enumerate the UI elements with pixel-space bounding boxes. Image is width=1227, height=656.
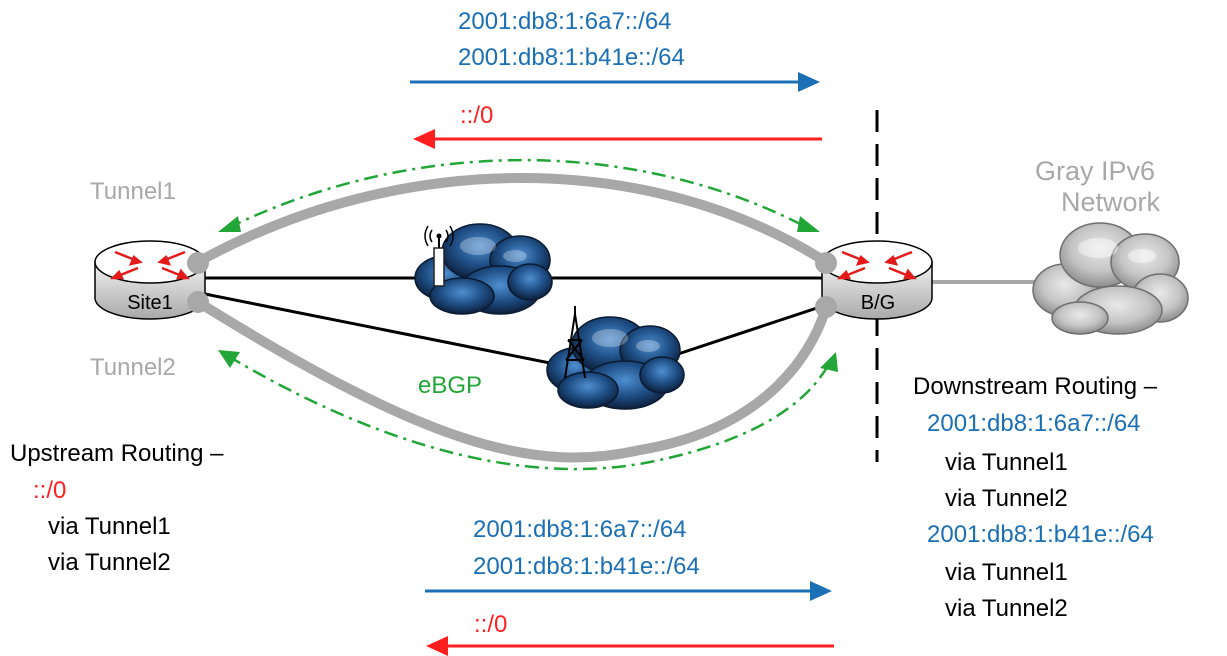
- router-site1-label: Site1: [127, 292, 173, 314]
- tunnel1-path: [193, 173, 831, 267]
- bg-tunnel1-endpoint: [815, 252, 837, 274]
- tunnel1-label: Tunnel1: [90, 178, 176, 205]
- bottom-advertise-arrow: [425, 581, 832, 601]
- upstream-routing-title: Upstream Routing –: [10, 440, 224, 467]
- link-cloud2-bg: [659, 301, 833, 362]
- upstream-via-2: via Tunnel2: [48, 549, 171, 576]
- upstream-route: ::/0: [33, 477, 67, 504]
- router-bg-label: B/G: [860, 292, 896, 314]
- top-advertise-arrow: [410, 72, 820, 92]
- downstream-routing-title: Downstream Routing –: [913, 373, 1158, 400]
- bottom-default-arrow: [426, 636, 834, 656]
- gray-network-cloud-icon: [1032, 222, 1189, 335]
- downstream-route-1-prefix: 2001:db8:1:6a7::/64: [927, 410, 1141, 437]
- top-default-route: ::/0: [460, 102, 494, 129]
- tunnel2-label: Tunnel2: [90, 354, 176, 381]
- site1-tunnel1-endpoint: [187, 252, 209, 274]
- upstream-via-1: via Tunnel1: [48, 513, 171, 540]
- downstream-route-2-via-2: via Tunnel2: [945, 595, 1068, 622]
- tunnel2-path: [193, 297, 831, 463]
- top-prefix-2: 2001:db8:1:b41e::/64: [458, 44, 685, 71]
- site1-tunnel2-endpoint: [187, 291, 209, 313]
- ebgp-label: eBGP: [418, 372, 483, 399]
- bottom-prefix-1: 2001:db8:1:6a7::/64: [473, 516, 687, 543]
- router-bg-icon: [821, 240, 933, 320]
- cellular-cloud-icon: [546, 316, 685, 410]
- wireless-antenna-icon: [424, 225, 454, 287]
- bg-tunnel2-endpoint: [815, 296, 837, 318]
- gray-network-label-line1: Gray IPv6: [1035, 156, 1156, 186]
- downstream-route-2-via-1: via Tunnel1: [945, 559, 1068, 586]
- wireless-cloud-icon: [414, 223, 553, 315]
- top-default-arrow: [413, 129, 822, 149]
- ebgp-session-bottom: [218, 350, 838, 471]
- ebgp-session-top: [218, 158, 820, 232]
- bottom-prefix-2: 2001:db8:1:b41e::/64: [473, 553, 700, 580]
- link-site1-cloud2: [194, 290, 561, 367]
- cell-tower-icon: [564, 306, 586, 379]
- router-site1-icon: [94, 240, 206, 320]
- downstream-route-1-via-2: via Tunnel2: [945, 485, 1068, 512]
- gray-network-label-line2: Network: [1061, 187, 1161, 217]
- downstream-route-2-prefix: 2001:db8:1:b41e::/64: [927, 521, 1154, 548]
- downstream-route-1-via-1: via Tunnel1: [945, 449, 1068, 476]
- bottom-default-route: ::/0: [474, 611, 508, 638]
- top-prefix-1: 2001:db8:1:6a7::/64: [458, 8, 672, 35]
